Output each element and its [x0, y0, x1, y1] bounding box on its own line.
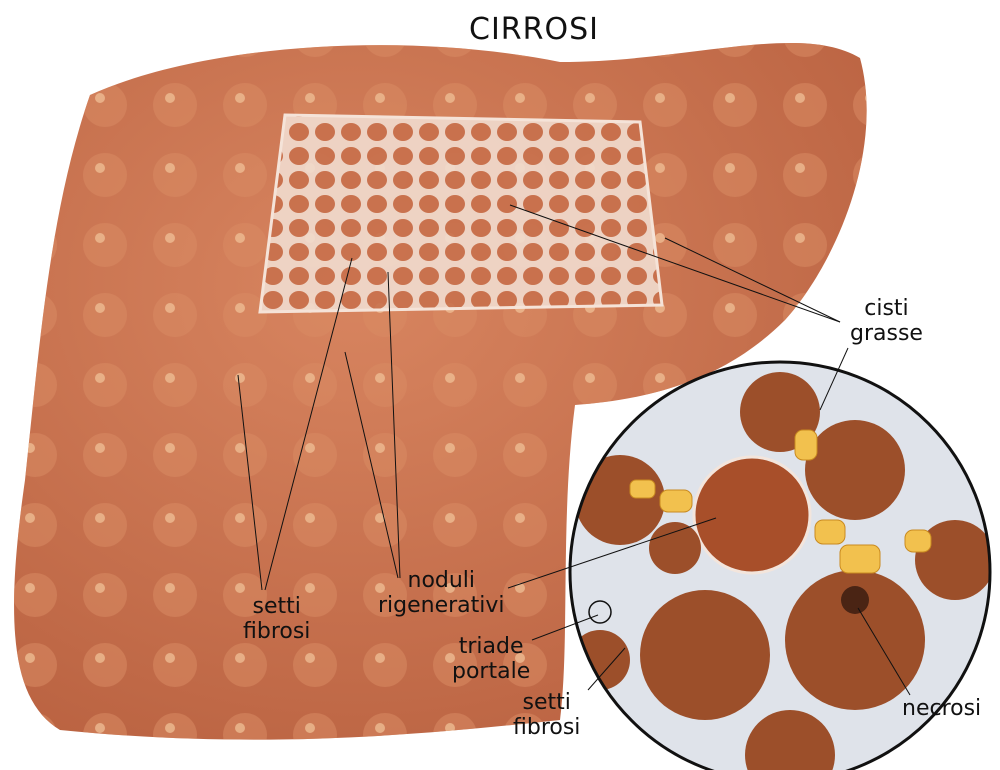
label-line: grasse	[850, 321, 923, 346]
portal-triad-marker	[588, 600, 612, 624]
label-cisti-grasse: cisti grasse	[850, 296, 923, 346]
label-line: portale	[452, 659, 531, 684]
label-line: rigenerativi	[378, 593, 505, 618]
liver-cross-section	[260, 115, 662, 312]
label-line: fibrosi	[513, 715, 581, 740]
label-setti-fibrosi-left: setti fibrosi	[243, 594, 310, 644]
label-line: noduli	[407, 568, 476, 593]
label-line: triade	[458, 634, 524, 659]
microscopic-view	[570, 362, 990, 770]
label-line: cisti	[864, 296, 909, 321]
label-line: setti	[522, 690, 571, 715]
label-line: fibrosi	[243, 619, 311, 644]
label-triade-portale: triade portale	[452, 634, 530, 684]
label-setti-fibrosi-right: setti fibrosi	[513, 690, 580, 740]
label-necrosi: necrosi	[902, 696, 982, 721]
leader-lines	[237, 204, 911, 696]
title: CIRROSI	[469, 12, 599, 47]
label-noduli-rigenerativi: noduli rigenerativi	[378, 568, 505, 618]
label-line: setti	[252, 594, 301, 619]
liver-nodular-surface	[14, 42, 867, 740]
